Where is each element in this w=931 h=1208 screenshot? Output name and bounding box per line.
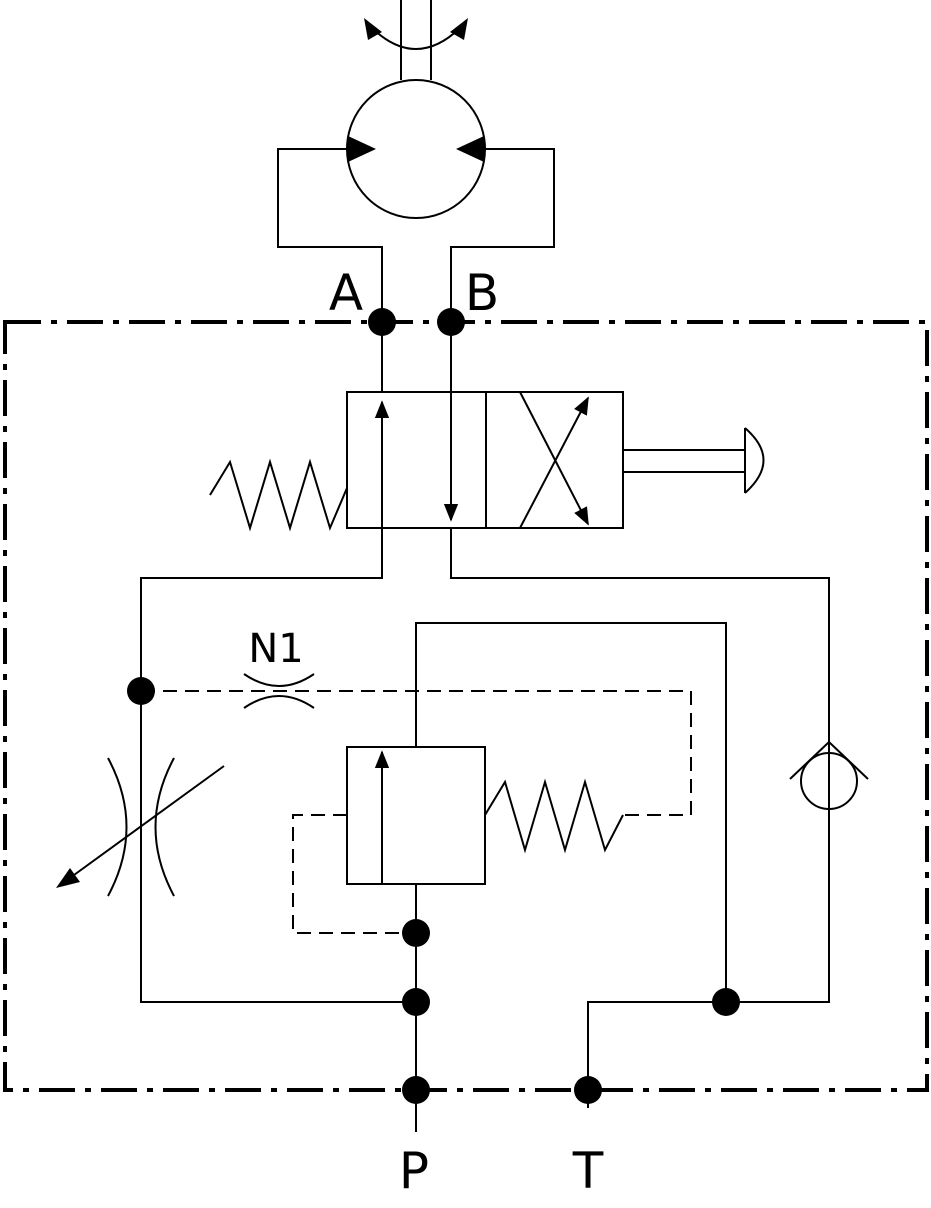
valve-lever-handle: [623, 427, 765, 494]
valve-block-border: [3, 320, 929, 1092]
directional-valve: [346, 322, 624, 529]
line-a-to-p: [140, 528, 416, 1003]
junction-dot: [402, 1076, 430, 1104]
junction-dot: [712, 988, 740, 1016]
relief-drain-line: [415, 622, 727, 1002]
junction-dot: [437, 308, 465, 336]
motor-connections: [277, 148, 555, 322]
pressure-valve: [346, 746, 486, 885]
port-b-label: B: [465, 264, 499, 322]
orifice-n1-label: N1: [248, 626, 303, 672]
junction-dot: [368, 308, 396, 336]
pilot-line-n1: [141, 690, 692, 816]
junction-dot: [402, 988, 430, 1016]
port-t-label: T: [572, 1142, 604, 1200]
port-a-label: A: [329, 264, 363, 322]
valve-return-spring: [209, 458, 348, 532]
pilot-line-pressure: [292, 814, 416, 934]
check-valve: [789, 740, 869, 810]
rotation-arrow-icon: [364, 18, 468, 50]
fixed-orifice-n1: [243, 673, 315, 709]
pressure-valve-spring: [484, 778, 624, 854]
junction-dot: [402, 919, 430, 947]
junction-dot: [574, 1076, 602, 1104]
adjustable-throttle: [56, 757, 225, 897]
junction-dot: [127, 677, 155, 705]
junction-dots: [127, 308, 740, 1104]
line-b-to-check: [450, 528, 830, 1090]
port-p-label: P: [399, 1142, 429, 1200]
